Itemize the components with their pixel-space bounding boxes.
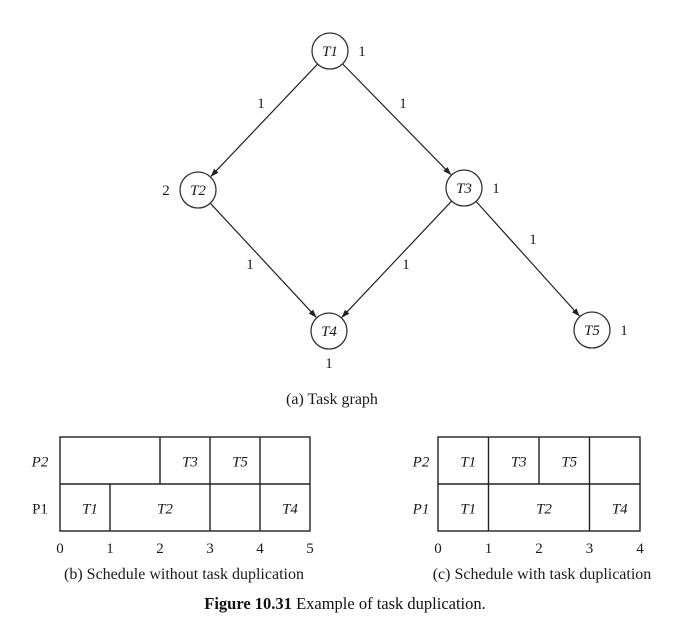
task-slot-p1-t1: T1	[82, 502, 98, 518]
node-label: T3	[456, 181, 472, 197]
time-tick-label: 0	[56, 541, 64, 557]
schedule-caption: (b) Schedule without task duplication	[64, 566, 304, 583]
time-tick-label: 3	[586, 541, 594, 557]
figure-caption: Figure 10.31 Example of task duplication…	[0, 594, 690, 614]
node-label: T4	[321, 324, 337, 340]
node-t4: T4 1	[310, 312, 348, 372]
processor-label-p1: P1	[32, 502, 48, 518]
edge-weight-label: 1	[399, 96, 407, 112]
edge-weight-label: 1	[402, 257, 410, 273]
schedule-caption: (c) Schedule with task duplication	[433, 566, 652, 583]
time-tick-label: 2	[535, 541, 543, 557]
processor-label-p1: P1	[412, 502, 430, 518]
time-tick-label: 2	[156, 541, 164, 557]
figure-number: Figure 10.31	[204, 594, 292, 613]
edge-weight-label: 1	[529, 232, 537, 248]
time-tick-label: 4	[636, 541, 644, 557]
node-t1: T1 1	[311, 32, 366, 70]
task-slot-p2-t5: T5	[232, 455, 248, 471]
time-tick-label: 0	[434, 541, 442, 557]
edge-weight-label: 1	[257, 96, 265, 112]
task-slot-p1-t4: T4	[612, 502, 628, 518]
time-tick-label: 1	[485, 541, 493, 557]
time-tick-label: 1	[106, 541, 114, 557]
task-slot-p2-t3: T3	[182, 455, 198, 471]
node-weight-label: 1	[358, 44, 366, 60]
edge-t1-t2	[210, 63, 319, 177]
edge-t1-t3	[342, 63, 452, 176]
figure-title: Example of task duplication.	[296, 594, 486, 613]
node-circle	[179, 171, 217, 209]
task-graph-caption: (a) Task graph	[286, 391, 378, 408]
node-label: T1	[322, 44, 338, 60]
time-tick-label: 5	[306, 541, 314, 557]
time-tick-label: 4	[256, 541, 264, 557]
time-tick-label: 3	[206, 541, 214, 557]
task-slot-p2-t5: T5	[561, 455, 577, 471]
node-weight-label: 1	[492, 181, 500, 197]
node-circle	[311, 32, 349, 70]
node-t2: T2 2	[162, 171, 217, 209]
edge-t3-t4	[341, 200, 453, 318]
processor-label-p2: P2	[412, 455, 430, 471]
node-circle	[573, 311, 611, 349]
task-slot-p1-t1: T1	[460, 502, 476, 518]
edge-t2-t4	[209, 202, 317, 318]
task-slot-p2-t1: T1	[460, 455, 476, 471]
node-label: T2	[190, 183, 206, 199]
node-circle	[445, 169, 483, 207]
task-slot-p1-t2: T2	[157, 502, 173, 518]
node-weight-label: 2	[162, 183, 170, 199]
processor-label-p2: P2	[31, 455, 49, 471]
node-weight-label: 1	[325, 356, 333, 372]
node-circle	[310, 312, 348, 350]
node-weight-label: 1	[620, 323, 628, 339]
edge-t3-t5	[475, 200, 580, 317]
task-slot-p1-t2: T2	[536, 502, 552, 518]
node-t3: T3 1	[445, 169, 500, 207]
task-slot-p2-t3: T3	[511, 455, 527, 471]
node-label: T5	[584, 323, 600, 339]
task-slot-p1-t4: T4	[282, 502, 298, 518]
edge-weight-label: 1	[246, 257, 254, 273]
node-t5: T5 1	[573, 311, 628, 349]
